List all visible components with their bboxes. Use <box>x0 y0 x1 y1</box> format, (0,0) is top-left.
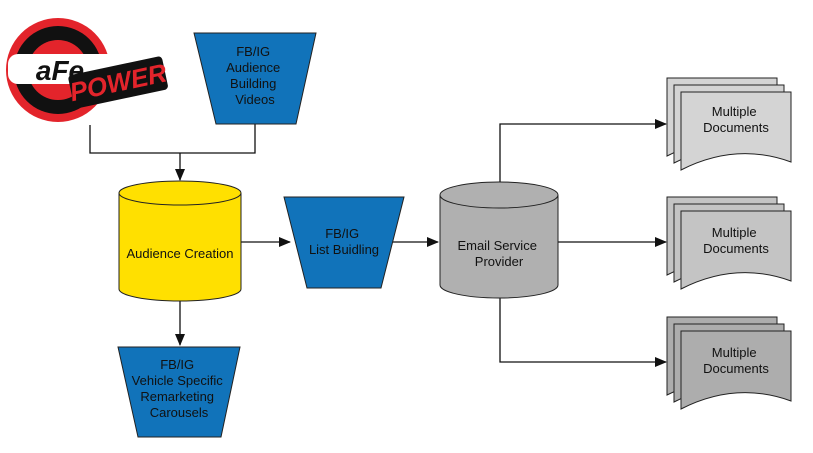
connector-videos-to-merge <box>180 124 256 154</box>
multiple-documents-node-middle: Multiple Documents <box>666 196 792 290</box>
multiple-documents-node-top: Multiple Documents <box>666 77 792 171</box>
cylinder-body <box>118 193 242 302</box>
node-label: FB/IG List Buidling <box>309 226 379 257</box>
node-label: FB/IG Vehicle Specific Remarketing Carou… <box>132 357 227 420</box>
trapezoid-shape <box>117 346 241 438</box>
audience-building-videos-node: FB/IG Audience Building Videos <box>193 32 317 125</box>
remarketing-carousels-node: FB/IG Vehicle Specific Remarketing Carou… <box>117 346 241 438</box>
connector-logo-to-merge <box>89 125 180 154</box>
document-page-front <box>680 91 792 171</box>
list-building-node: FB/IG List Buidling <box>283 196 405 289</box>
trapezoid-shape <box>193 32 317 125</box>
cylinder-top <box>118 180 242 206</box>
cylinder-body <box>439 195 559 299</box>
logo-wordmark-backing <box>68 56 168 109</box>
node-label: Multiple Documents <box>703 225 769 256</box>
audience-creation-node: Audience Creation <box>118 180 242 302</box>
afe-power-logo: aFe POWER <box>6 18 170 122</box>
node-label: Multiple Documents <box>703 104 769 135</box>
cylinder-top <box>439 181 559 209</box>
node-label: FB/IG Audience Building Videos <box>226 44 284 107</box>
connectors <box>89 119 667 367</box>
arrow-email-to-doc-top <box>499 119 667 183</box>
document-page-front <box>680 330 792 410</box>
email-service-provider-node: Email Service Provider <box>439 181 559 299</box>
node-label: Audience Creation <box>127 246 234 261</box>
node-label: Email Service Provider <box>457 238 540 269</box>
document-page-front <box>680 210 792 290</box>
node-label: Multiple Documents <box>703 345 769 376</box>
multiple-documents-node-bottom: Multiple Documents <box>666 316 792 410</box>
trapezoid-shape <box>283 196 405 289</box>
arrow-email-to-doc-bottom <box>499 298 667 367</box>
